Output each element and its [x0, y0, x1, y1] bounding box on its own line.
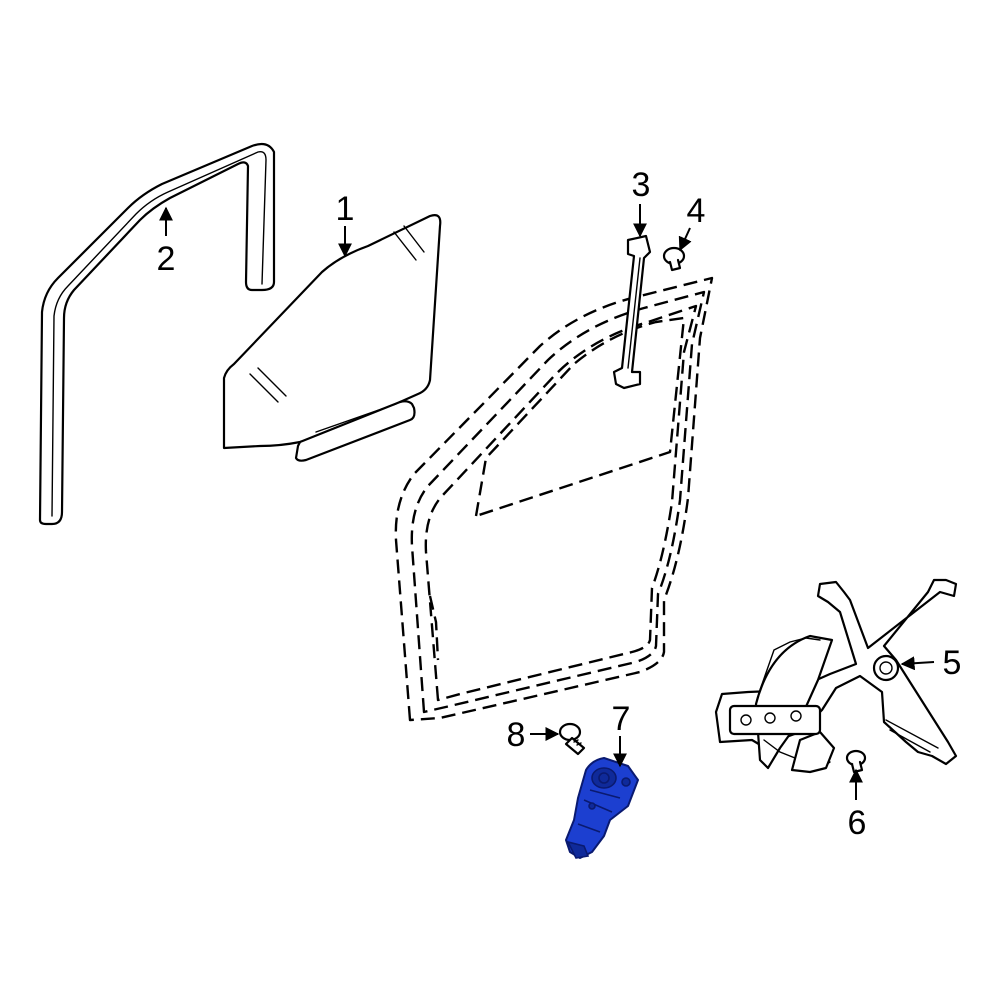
window-motor-part[interactable]	[565, 757, 639, 859]
door-frame-outline	[394, 276, 714, 722]
callout-4[interactable]: 4	[687, 192, 706, 230]
callout-labels: 1 2 3 4 5 6 7 8	[157, 166, 962, 842]
callout-5[interactable]: 5	[943, 644, 962, 682]
callout-6[interactable]: 6	[848, 804, 867, 842]
callout-7[interactable]: 7	[612, 700, 631, 738]
callout-1[interactable]: 1	[336, 190, 355, 228]
guide-channel-part[interactable]	[612, 234, 652, 390]
window-regulator-part[interactable]	[714, 578, 958, 774]
glass-run-channel-part[interactable]	[38, 142, 276, 526]
bolt-part-6[interactable]	[845, 749, 867, 774]
screw-part-8[interactable]	[558, 722, 586, 756]
callout-2[interactable]: 2	[157, 240, 176, 278]
leader-lines	[159, 204, 935, 800]
callout-8[interactable]: 8	[507, 716, 526, 754]
bolt-part-4[interactable]	[662, 246, 686, 272]
door-glass-part[interactable]	[222, 214, 442, 462]
callout-3[interactable]: 3	[632, 166, 651, 204]
